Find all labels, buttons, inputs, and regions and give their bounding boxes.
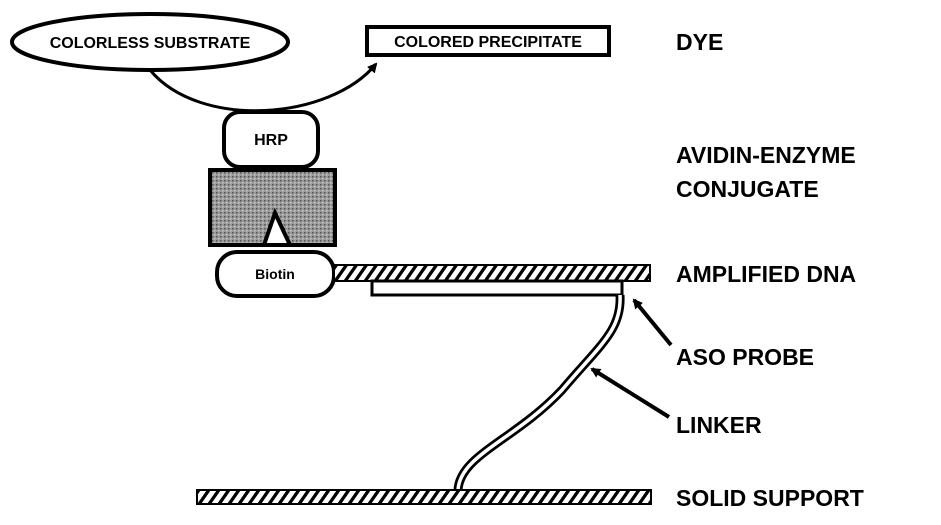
- solid-support-bar: [196, 489, 652, 505]
- linker-pointer-arrow: [590, 367, 671, 419]
- biotin-label: Biotin: [255, 266, 295, 282]
- avidin-enzyme-label: AVIDIN-ENZYME: [676, 142, 856, 168]
- aso-probe-bar: [370, 279, 624, 297]
- amplified-dna-label: AMPLIFIED DNA: [676, 261, 856, 287]
- solid-support-label: SOLID SUPPORT: [676, 485, 864, 511]
- biotin-node: Biotin: [215, 250, 336, 298]
- colorless-substrate-label: COLORLESS SUBSTRATE: [50, 35, 251, 52]
- colorless-substrate-node: COLORLESS SUBSTRATE: [10, 12, 290, 72]
- linker-inner: [456, 294, 622, 491]
- aso-probe-label: ASO PROBE: [676, 344, 814, 370]
- hrp-enzyme-node: HRP: [222, 110, 320, 169]
- linker-label: LINKER: [676, 412, 762, 438]
- linker-outer: [453, 294, 625, 491]
- aso-probe-pointer-arrow: [632, 298, 673, 347]
- avidin-block: [208, 168, 337, 247]
- conjugate-label: CONJUGATE: [676, 176, 819, 202]
- biotin-binding-triangle: [261, 207, 294, 247]
- colored-precipitate-label: COLORED PRECIPITATE: [394, 34, 582, 51]
- hrp-label: HRP: [254, 132, 288, 149]
- amplified-dna-strand: [333, 264, 651, 282]
- colored-precipitate-node: COLORED PRECIPITATE: [365, 25, 611, 57]
- dye-label: DYE: [676, 29, 723, 55]
